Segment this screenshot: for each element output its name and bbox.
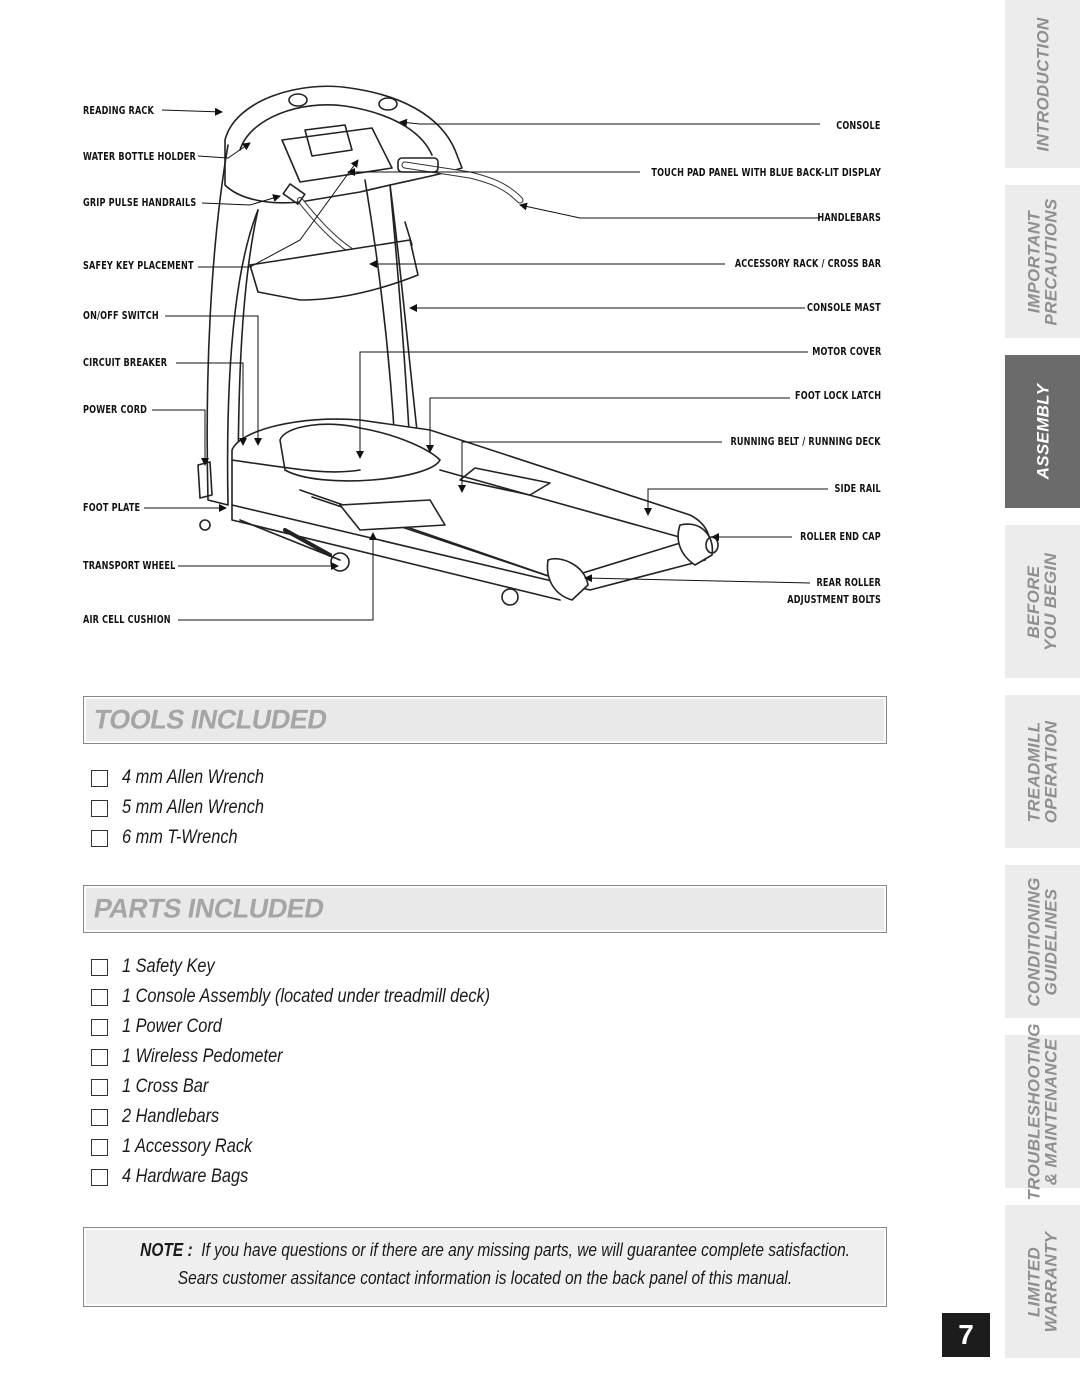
tab-label: TROUBLESHOOTING <box>1024 1022 1044 1201</box>
checkbox[interactable] <box>91 829 108 847</box>
note-line-1: NOTE : If you have questions or if there… <box>140 1240 850 1261</box>
item-label: 4 mm Allen Wrench <box>122 767 264 788</box>
label-touch-pad-panel: TOUCH PAD PANEL WITH BLUE BACK-LIT DISPL… <box>651 167 881 179</box>
list-item: 1 Console Assembly (located under treadm… <box>91 982 550 1012</box>
label-air-cell-cushion: AIR CELL CUSHION <box>83 614 171 626</box>
label-reading-rack: READING RACK <box>83 105 155 117</box>
treadmill-illustration <box>144 85 828 621</box>
label-accessory-rack: ACCESSORY RACK / CROSS BAR <box>734 258 881 270</box>
tab-label-2: & MAINTENANCE <box>1041 1038 1061 1185</box>
list-item: 4 Hardware Bags <box>91 1162 550 1192</box>
label-circuit-breaker: CIRCUIT BREAKER <box>83 357 168 369</box>
label-motor-cover: MOTOR COVER <box>811 346 881 358</box>
label-handlebars: HANDLEBARS <box>817 212 881 224</box>
label-on-off-switch: ON/OFF SWITCH <box>83 310 159 322</box>
item-label: 5 mm Allen Wrench <box>122 797 264 818</box>
tab-label: ASSEMBLY <box>1033 383 1052 480</box>
tab-troubleshooting-maintenance[interactable]: TROUBLESHOOTING& MAINTENANCE <box>1005 1023 1080 1200</box>
label-grip-pulse-handrails: GRIP PULSE HANDRAILS <box>83 197 197 209</box>
checkbox[interactable] <box>91 1078 108 1096</box>
tab-label-2: YOU BEGIN <box>1041 552 1061 651</box>
checkbox[interactable] <box>91 988 108 1006</box>
item-label: 1 Wireless Pedometer <box>122 1046 283 1067</box>
list-item: 1 Wireless Pedometer <box>91 1042 550 1072</box>
parts-list: 1 Safety Key 1 Console Assembly (located… <box>91 952 550 1192</box>
tab-label: LIMITED <box>1024 1246 1044 1317</box>
tab-assembly[interactable]: ASSEMBLY <box>1005 355 1080 508</box>
checkbox[interactable] <box>91 1018 108 1036</box>
item-label: 2 Handlebars <box>122 1106 220 1127</box>
tab-label: INTRODUCTION <box>1033 17 1052 151</box>
list-item: 2 Handlebars <box>91 1102 550 1132</box>
label-adjustment-bolts: ADJUSTMENT BOLTS <box>787 594 881 606</box>
label-running-belt: RUNNING BELT / RUNNING DECK <box>730 436 881 448</box>
item-label: 1 Accessory Rack <box>122 1136 253 1157</box>
list-item: 6 mm T-Wrench <box>91 823 287 853</box>
checkbox[interactable] <box>91 769 108 787</box>
checkbox[interactable] <box>91 1138 108 1156</box>
label-rear-roller: REAR ROLLER <box>816 577 881 589</box>
note-box: NOTE : If you have questions or if there… <box>83 1227 887 1307</box>
note-label: NOTE : <box>140 1240 193 1260</box>
checkbox[interactable] <box>91 1168 108 1186</box>
item-label: 1 Console Assembly (located under treadm… <box>122 986 491 1007</box>
list-item: 1 Accessory Rack <box>91 1132 550 1162</box>
tools-included-header: TOOLS INCLUDED <box>83 696 887 744</box>
list-item: 1 Safety Key <box>91 952 550 982</box>
tab-label-2: OPERATION <box>1041 720 1061 823</box>
tab-label: TREADMILL <box>1024 721 1044 822</box>
checkbox[interactable] <box>91 799 108 817</box>
parts-included-header: PARTS INCLUDED <box>83 885 887 933</box>
list-item: 1 Cross Bar <box>91 1072 550 1102</box>
note-text-1: If you have questions or if there are an… <box>201 1240 850 1260</box>
tools-included-title: TOOLS INCLUDED <box>91 704 330 735</box>
item-label: 1 Power Cord <box>122 1016 222 1037</box>
label-foot-plate: FOOT PLATE <box>83 502 141 514</box>
tab-label: CONDITIONING <box>1024 876 1044 1007</box>
tools-list: 4 mm Allen Wrench 5 mm Allen Wrench 6 mm… <box>91 763 287 853</box>
label-foot-lock-latch: FOOT LOCK LATCH <box>794 390 881 402</box>
treadmill-parts-diagram: READING RACK WATER BOTTLE HOLDER GRIP PU… <box>0 0 1080 690</box>
page-number: 7 <box>942 1313 990 1357</box>
label-console: CONSOLE <box>836 120 881 132</box>
list-item: 1 Power Cord <box>91 1012 550 1042</box>
tab-label-2: WARRANTY <box>1041 1231 1061 1332</box>
item-label: 1 Cross Bar <box>122 1076 209 1097</box>
label-roller-end-cap: ROLLER END CAP <box>800 531 881 543</box>
label-water-bottle-holder: WATER BOTTLE HOLDER <box>83 151 196 163</box>
parts-included-title: PARTS INCLUDED <box>91 893 327 924</box>
item-label: 6 mm T-Wrench <box>122 827 238 848</box>
note-text-2: Sears customer assitance contact informa… <box>177 1268 793 1288</box>
list-item: 4 mm Allen Wrench <box>91 763 287 793</box>
list-item: 5 mm Allen Wrench <box>91 793 287 823</box>
checkbox[interactable] <box>91 958 108 976</box>
checkbox[interactable] <box>91 1108 108 1126</box>
label-transport-wheel: TRANSPORT WHEEL <box>83 560 176 572</box>
label-side-rail: SIDE RAIL <box>834 483 881 495</box>
tab-label: IMPORTANT <box>1024 210 1044 313</box>
checkbox[interactable] <box>91 1048 108 1066</box>
label-safety-key-placement: SAFEY KEY PLACEMENT <box>83 260 194 272</box>
tab-introduction[interactable]: INTRODUCTION <box>1005 0 1080 168</box>
label-console-mast: CONSOLE MAST <box>807 302 881 314</box>
tab-label-2: GUIDELINES <box>1041 888 1061 995</box>
tab-label-2: PRECAUTIONS <box>1041 197 1061 326</box>
tab-label: BEFORE <box>1024 565 1044 638</box>
label-power-cord: POWER CORD <box>83 404 148 416</box>
item-label: 1 Safety Key <box>122 956 215 977</box>
item-label: 4 Hardware Bags <box>122 1166 249 1187</box>
